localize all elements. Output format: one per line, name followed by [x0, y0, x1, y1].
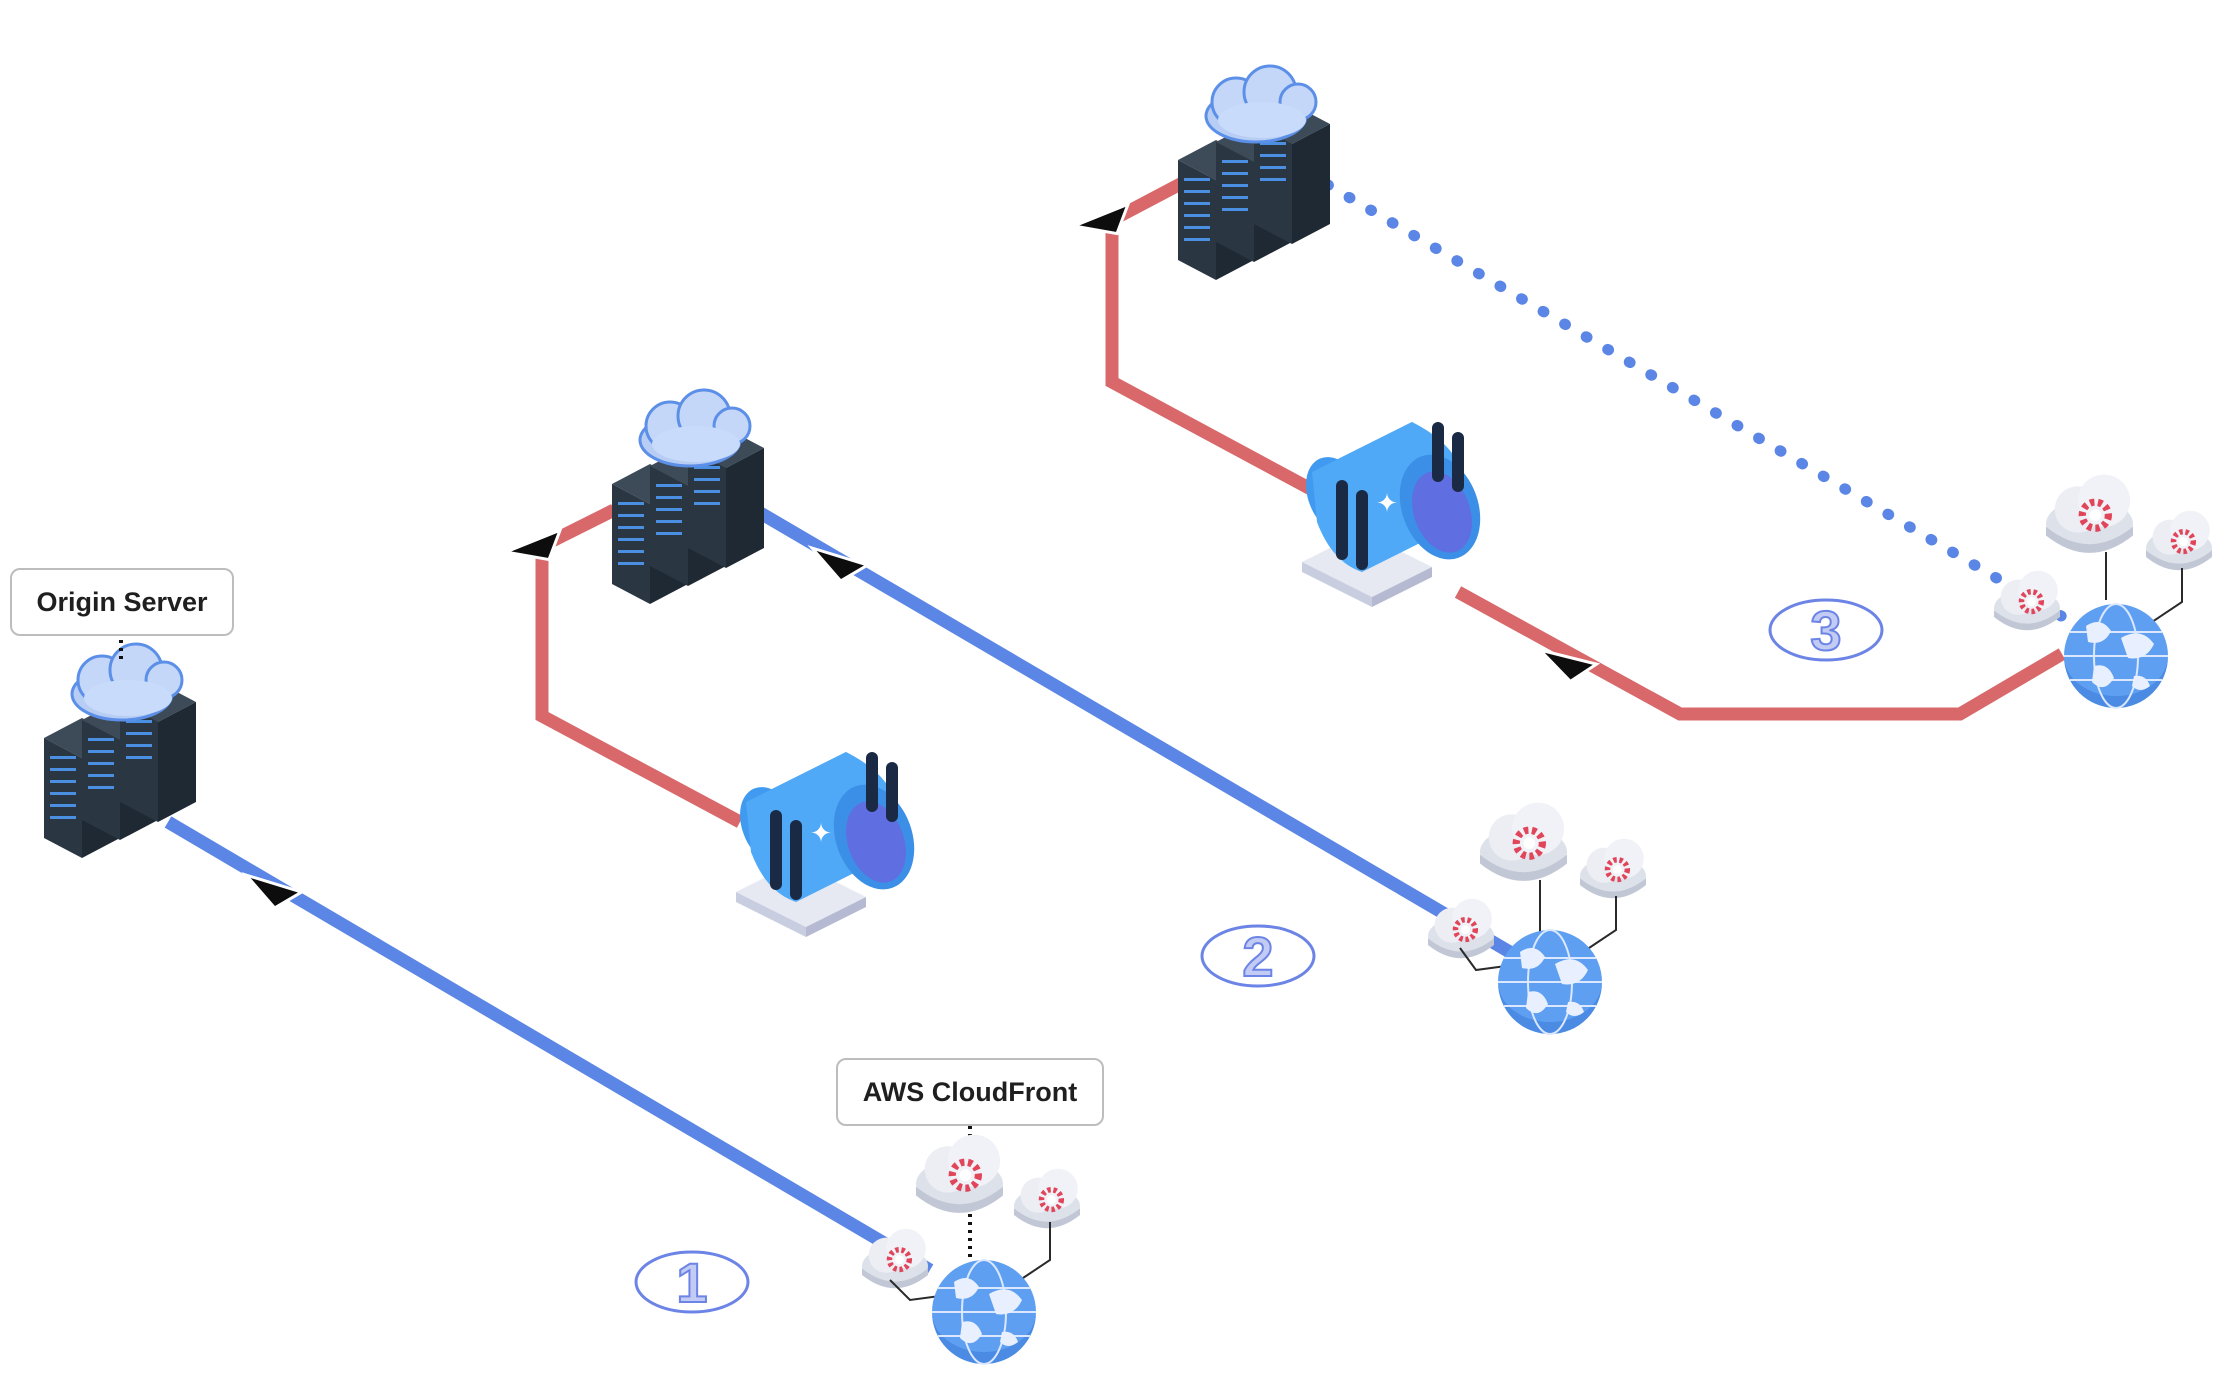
firewall-icon: [727, 752, 929, 937]
server-rack-icon: [1176, 64, 1332, 282]
edge-cloud-icon: [1014, 1169, 1080, 1228]
firewall-line-3a: [1105, 174, 1324, 500]
scenario-3: 3: [1070, 64, 2212, 721]
globe-icon: [1497, 929, 1603, 1035]
edge-cloud-icon: [1580, 839, 1646, 898]
edge-cloud-icon: [1994, 571, 2060, 630]
firewall-line-3b: [1454, 586, 2066, 721]
step-number-2: 2: [1242, 925, 1273, 988]
origin-server-label: Origin Server: [10, 568, 234, 636]
step-badge-3: 3: [1768, 598, 1884, 663]
firewall-icon: [1293, 422, 1495, 607]
arrowhead-icon: [1070, 202, 1133, 240]
edge-cloud-icon: [916, 1135, 1003, 1213]
arrowhead-icon: [502, 528, 565, 566]
edge-cloud-icon: [2146, 511, 2212, 570]
scenario-2: 2: [502, 388, 1646, 1035]
request-line-2: [724, 488, 1524, 964]
server-rack-icon: [610, 388, 766, 606]
step-number-3: 3: [1810, 599, 1841, 662]
firewall-line-2: [535, 504, 744, 828]
step-badge-2: 2: [1200, 924, 1316, 989]
edge-cloud-icon: [1480, 803, 1567, 881]
direct-dotted-line-3: [1300, 166, 2074, 626]
step-badge-1: 1: [634, 1250, 750, 1315]
aws-cloudfront-label: AWS CloudFront: [836, 1058, 1104, 1126]
edge-cloud-icon: [2046, 475, 2133, 553]
globe-icon: [2063, 603, 2169, 709]
step-number-1: 1: [676, 1251, 707, 1314]
globe-icon: [931, 1259, 1037, 1365]
scenario-1: 1: [42, 640, 1080, 1365]
